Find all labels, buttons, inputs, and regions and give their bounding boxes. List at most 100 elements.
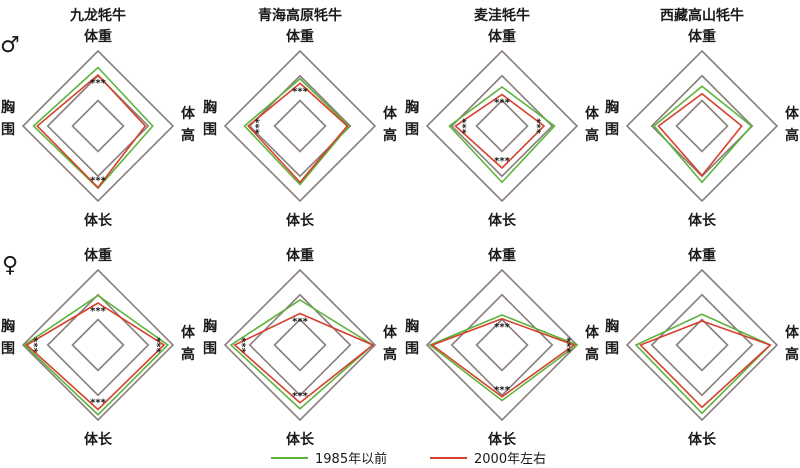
- axis-label-chest-char: 围: [1, 122, 15, 138]
- significance-chest: ***: [28, 337, 39, 353]
- axis-label-chest-char: 围: [203, 341, 217, 357]
- radar-ring-3: [425, 268, 579, 422]
- radar-ring-2: [450, 74, 554, 178]
- radar-ring-3: [625, 49, 779, 203]
- significance-weight: ***: [292, 86, 308, 97]
- axis-label-height-char: 体: [785, 324, 800, 341]
- significance-length: ***: [292, 391, 308, 402]
- radar-ring-3: [21, 268, 175, 422]
- significance-length: ***: [494, 156, 510, 167]
- series-around2000-polygon: [639, 320, 772, 409]
- legend: 1985年以前 2000年左右: [271, 451, 546, 467]
- sex-symbol-male: ♂: [0, 33, 20, 58]
- axis-label-height-char: 高: [181, 346, 195, 363]
- panel-title: 青海高原牦牛: [258, 7, 342, 24]
- significance-weight: ***: [292, 317, 308, 328]
- axis-label-weight: 体重: [688, 28, 716, 45]
- significance-chest: ***: [457, 118, 468, 134]
- significance-length: ***: [90, 398, 106, 409]
- panel-title: 麦洼牦牛: [474, 7, 530, 24]
- radar-ring-2: [248, 74, 352, 178]
- radar-ring-1: [675, 318, 729, 372]
- radar-ring-2: [450, 293, 554, 397]
- radar-ring-2: [248, 293, 352, 397]
- series-before1985-polygon: [229, 299, 375, 410]
- radar-ring-1: [71, 318, 125, 372]
- panel-title: 九龙牦牛: [69, 7, 126, 24]
- radar-ring-3: [223, 49, 377, 203]
- panel-title: 西藏高山牦牛: [660, 7, 744, 24]
- axis-label-chest-char: 胸: [1, 99, 15, 116]
- axis-label-height-char: 高: [585, 346, 599, 363]
- axis-label-length: 体长: [688, 212, 717, 229]
- axis-label-height-char: 体: [383, 105, 398, 122]
- significance-height: ***: [531, 118, 542, 134]
- significance-weight: ***: [90, 306, 106, 317]
- radar-ring-3: [625, 268, 779, 422]
- axis-label-chest-char: 胸: [203, 318, 217, 335]
- axis-label-chest-char: 围: [605, 122, 619, 138]
- radar-ring-1: [71, 99, 125, 153]
- significance-weight: ***: [494, 98, 510, 109]
- series-around2000-polygon: [247, 82, 349, 184]
- significance-length: ***: [90, 176, 106, 187]
- axis-label-chest-char: 胸: [605, 99, 619, 116]
- axis-label-weight: 体重: [84, 247, 112, 264]
- axis-label-chest-char: 胸: [1, 318, 15, 335]
- legend-label-around2000: 2000年左右: [474, 452, 546, 467]
- series-around2000-polygon: [25, 302, 166, 411]
- axis-label-height-char: 高: [785, 127, 799, 144]
- axis-label-length: 体长: [286, 212, 315, 229]
- radar-ring-1: [273, 99, 327, 153]
- radar-ring-3: [223, 268, 377, 422]
- radar-ring-2: [46, 74, 150, 178]
- axis-label-height-char: 高: [383, 127, 397, 144]
- series-before1985-polygon: [634, 313, 772, 415]
- axis-label-weight: 体重: [488, 28, 516, 45]
- axis-label-chest-char: 胸: [405, 318, 419, 335]
- significance-height: ***: [561, 337, 572, 353]
- axis-label-chest-char: 胸: [203, 99, 217, 116]
- axis-label-height-char: 体: [785, 105, 800, 122]
- axis-label-weight: 体重: [286, 28, 314, 45]
- axis-label-chest-char: 胸: [605, 318, 619, 335]
- radar-ring-1: [273, 318, 327, 372]
- axis-label-height-char: 高: [383, 346, 397, 363]
- axis-label-chest-char: 围: [605, 341, 619, 357]
- axis-label-height-char: 高: [585, 127, 599, 144]
- legend-label-before1985: 1985年以前: [315, 451, 387, 467]
- radar-ring-2: [650, 293, 754, 397]
- significance-weight: ***: [90, 78, 106, 89]
- series-before1985-polygon: [448, 86, 556, 184]
- series-before1985-polygon: [243, 77, 350, 186]
- axis-label-height-char: 高: [181, 127, 195, 144]
- axis-label-length: 体长: [84, 212, 113, 229]
- series-before1985-polygon: [23, 294, 169, 416]
- axis-label-chest-char: 围: [1, 341, 15, 357]
- axis-label-height-char: 体: [181, 324, 196, 341]
- axis-label-chest-char: 胸: [405, 99, 419, 116]
- axis-label-weight: 体重: [286, 247, 314, 264]
- series-before1985-polygon: [652, 85, 753, 184]
- axis-label-height-char: 体: [585, 105, 600, 122]
- radar-ring-2: [46, 293, 150, 397]
- series-around2000-polygon: [430, 317, 576, 398]
- axis-label-weight: 体重: [688, 247, 716, 264]
- significance-chest: ***: [249, 118, 260, 134]
- axis-label-length: 体长: [286, 431, 315, 448]
- radar-ring-3: [21, 49, 175, 203]
- axis-label-length: 体长: [84, 431, 113, 448]
- radar-ring-3: [425, 49, 579, 203]
- axis-label-height-char: 体: [181, 105, 196, 122]
- significance-length: ***: [494, 385, 510, 396]
- axis-label-chest-char: 围: [405, 341, 419, 357]
- radar-ring-1: [675, 99, 729, 153]
- axis-label-length: 体长: [488, 212, 517, 229]
- series-around2000-polygon: [233, 312, 375, 404]
